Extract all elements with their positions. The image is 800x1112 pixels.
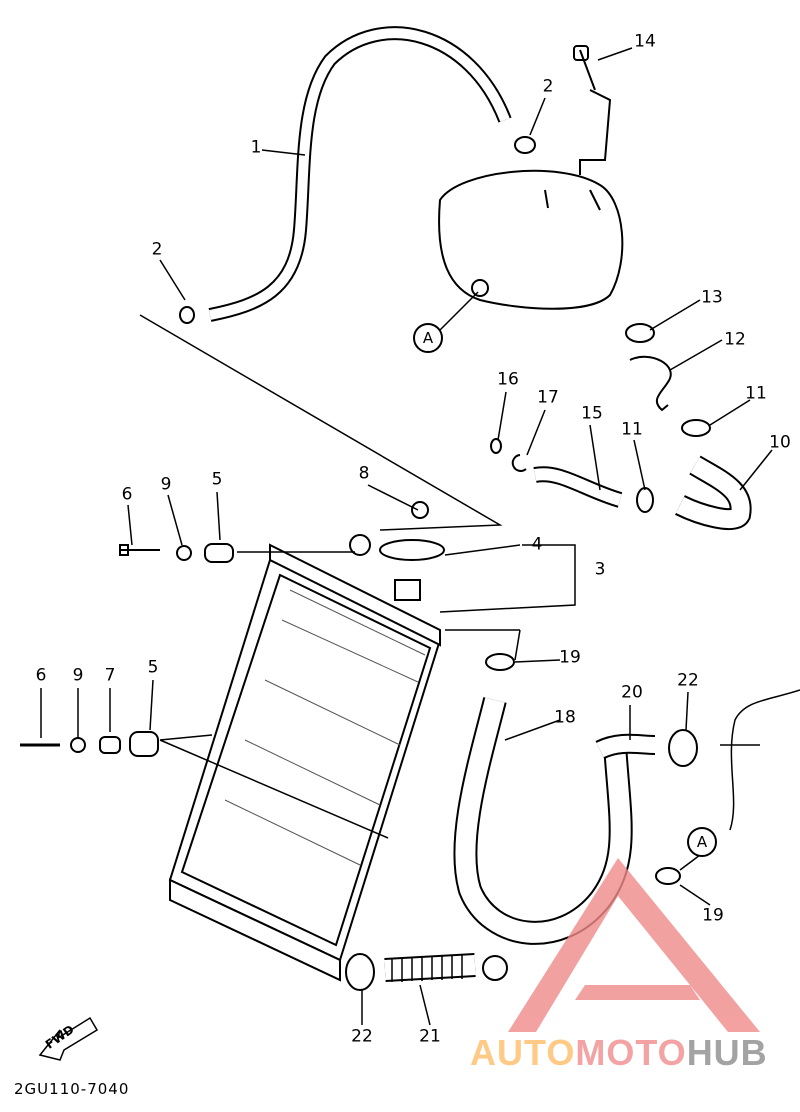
radiator-cap [379,539,445,561]
callout-3: 3 [594,559,606,580]
watermark-logo [508,858,760,1032]
callout-2: 2 [542,76,554,97]
callout-9: 9 [72,665,84,686]
callout-22: 22 [351,1026,373,1047]
callout-11: 11 [621,419,643,440]
callout-9: 9 [160,474,172,495]
callout-19: 19 [702,905,724,926]
callout-7: 7 [104,665,116,686]
callout-20: 20 [621,682,643,703]
callout-6: 6 [121,484,133,505]
callout-14: 14 [634,31,656,52]
watermark-auto: AUTO [470,1032,576,1073]
callout-6: 6 [35,665,47,686]
callout-10: 10 [769,432,791,453]
callout-19: 19 [559,647,581,668]
reference-mark-a: A [687,827,717,857]
callout-15: 15 [581,403,603,424]
callout-11: 11 [745,383,767,404]
watermark-hub: HUB [686,1032,768,1073]
callout-5: 5 [211,469,223,490]
callout-21: 21 [419,1026,441,1047]
callout-5: 5 [147,657,159,678]
callout-2: 2 [151,239,163,260]
callout-8: 8 [358,463,370,484]
callout-16: 16 [497,369,519,390]
callout-17: 17 [537,387,559,408]
watermark-text: AUTOMOTOHUB [470,1032,768,1074]
callout-22: 22 [677,670,699,691]
reservoir-tank [438,169,624,310]
diagram-code: 2GU110-7040 [14,1080,130,1098]
reference-mark-a: A [413,323,443,353]
fwd-arrow [38,1016,99,1061]
callout-1: 1 [250,137,262,158]
callout-12: 12 [724,329,746,350]
callout-13: 13 [701,287,723,308]
watermark-moto: MOTO [575,1032,687,1073]
callout-18: 18 [554,707,576,728]
callout-4: 4 [531,534,543,555]
